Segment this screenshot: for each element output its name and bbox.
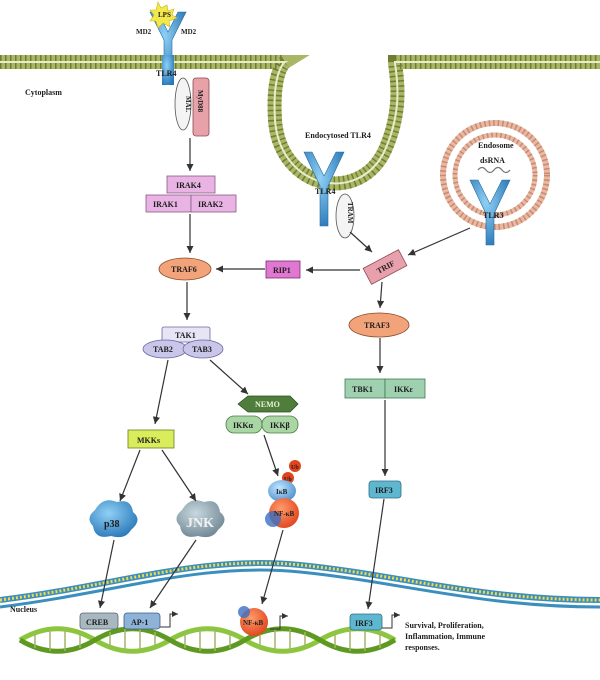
traf6-node [158,257,212,281]
traf6-label: TRAF6 [171,265,197,274]
endosome-label: Endosome [478,141,514,150]
endocytosed-tlr4-label: Endocytosed TLR4 [305,131,371,140]
ap1-transcription-arrow [160,611,178,628]
arrow-nfkb-nucleus [260,529,284,605]
ikkb-box [261,415,299,434]
endosome [440,120,550,230]
ikka-label: IKKα [233,421,254,430]
dsrna-icon [477,166,511,174]
lps-icon [149,1,178,29]
myd88-adaptor [192,77,210,137]
irf3-nuclear-box [349,613,383,631]
tlr4-surface-label: TLR4 [156,69,176,78]
mkks-box [127,429,175,449]
irf3-cyto-label: IRF3 [375,486,393,495]
mal-label: MAL [184,96,192,113]
tak1-label: TAK1 [175,331,196,340]
jnk-blob [176,500,225,538]
ub1-label: Ub [291,465,299,471]
traf3-node [348,312,410,338]
nfkb-nuclear-label: NF-κB [243,619,264,627]
arrow-tram-trif [349,231,373,253]
lps-label: LPS [158,11,171,19]
rip1-label: RIP1 [273,266,291,275]
arrow-tlr3-trif [407,227,471,256]
arrow-mkks-jnk [161,449,197,502]
myd88-label: MyD88 [196,90,204,113]
arrow-tab-mkks [152,359,169,425]
outcome-line-1: Survival, Proliferation, [405,621,484,630]
arrow-trif-traf3 [376,281,385,309]
arrow-tab-nemo [209,359,249,395]
arrow-irf3-nucleus [365,498,385,610]
irf3-transcription-arrow [382,612,400,629]
arrow-jnk-ap1 [149,539,197,609]
outcome-line-3: responses. [405,643,440,652]
arrow-p38-creb [97,539,115,609]
ikb-blob [268,480,296,502]
irak1-label: IRAK1 [153,200,178,209]
p38-label: p38 [104,519,120,530]
arrow-ikk-ikb [263,434,280,477]
irak2-label: IRAK2 [198,200,223,209]
irak2-box [190,194,237,213]
tram-label: TRAM [346,202,354,224]
nfkb-transcription-arrow [270,613,288,630]
nfkb-cyto-label: NF-κB [274,510,295,518]
nucleus-label: Nucleus [10,605,37,614]
tlr4-surface-receptor [149,1,187,85]
cytoplasm-label: Cytoplasm [25,88,62,97]
tak1-box [161,326,211,343]
nemo-label: NEMO [255,400,280,409]
dna-helix [18,626,397,654]
tlr3-label: TLR3 [483,211,503,220]
tlr3-receptor [469,179,511,246]
md2-right-label: MD2 [181,28,197,36]
nemo-hexagon [237,395,299,413]
arrow-mkks-p38 [119,449,141,502]
ubiquitin-1 [289,460,301,472]
tab2-label: TAB2 [153,345,173,354]
ap1-box [123,612,161,630]
ikb-label: IκB [276,488,288,496]
ikke-box [384,378,426,399]
mal-adaptor [174,77,192,131]
nuclear-envelope [0,560,600,609]
outcome-line-2: Inflammation, Immune [405,632,485,641]
tlr4-endocytosed-receptor [303,151,345,227]
tab3-label: TAB3 [192,345,212,354]
creb-box [79,612,119,630]
dsrna-label: dsRNA [480,156,505,165]
tlr4-endo-label: TLR4 [315,187,335,196]
rip1-box [265,260,301,279]
irak4-label: IRAK4 [176,181,201,190]
irak4-box [166,175,216,194]
tab3-node [182,339,224,359]
md2-left-label: MD2 [136,28,152,36]
ub2-label: Ub [284,477,292,483]
irf3-cyto-box [368,480,402,499]
trif-box: TRIF [362,249,408,285]
ap1-label: AP-1 [131,618,148,627]
pathway-arrows [97,138,471,610]
ikke-label: IKKε [394,385,414,394]
tram-adaptor [335,193,355,239]
jnk-label: JNK [186,516,214,531]
mkks-label: MKKs [137,436,160,445]
irf3-nuclear-label: IRF3 [355,619,373,628]
traf3-label: TRAF3 [364,321,390,330]
creb-label: CREB [86,618,109,627]
tbk1-label: TBK1 [352,385,373,394]
ikkb-label: IKKβ [270,421,290,430]
p38-blob [89,500,138,538]
